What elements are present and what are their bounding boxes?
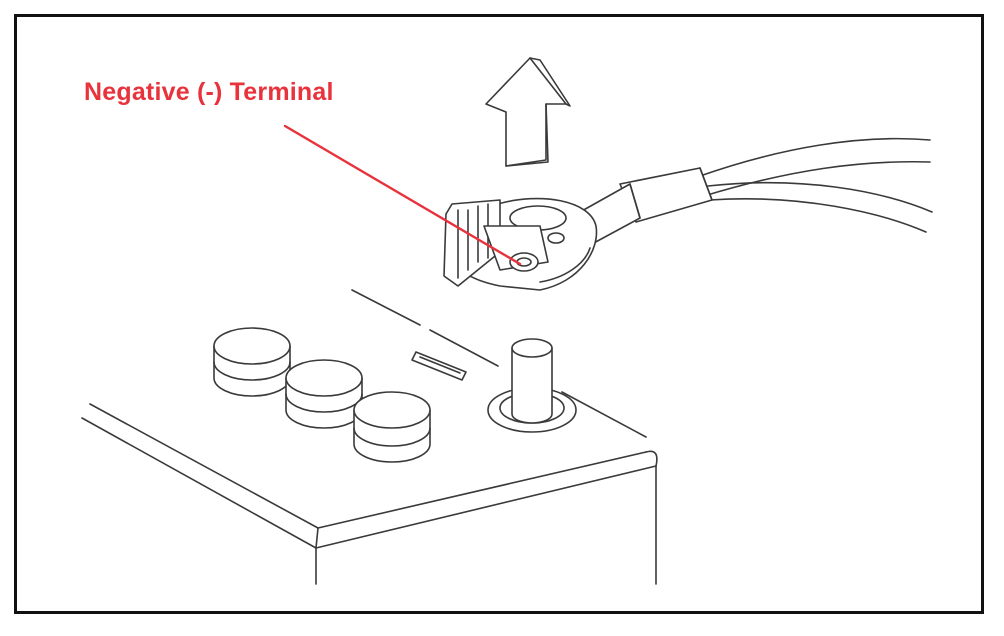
battery-cables: [579, 137, 933, 245]
vent-cap-1: [213, 327, 291, 397]
terminal-post: [487, 338, 577, 433]
cable-clamp: [443, 197, 598, 291]
battery-body: [81, 289, 658, 585]
diagram-frame: [14, 14, 984, 614]
negative-terminal-label: Negative (-) Terminal: [84, 78, 334, 106]
minus-sign-marking: [411, 351, 467, 381]
up-arrow-icon: [485, 57, 571, 167]
vent-cap-2: [285, 359, 363, 429]
vent-cap-3: [353, 391, 431, 463]
callout-leader-line: [283, 124, 522, 266]
